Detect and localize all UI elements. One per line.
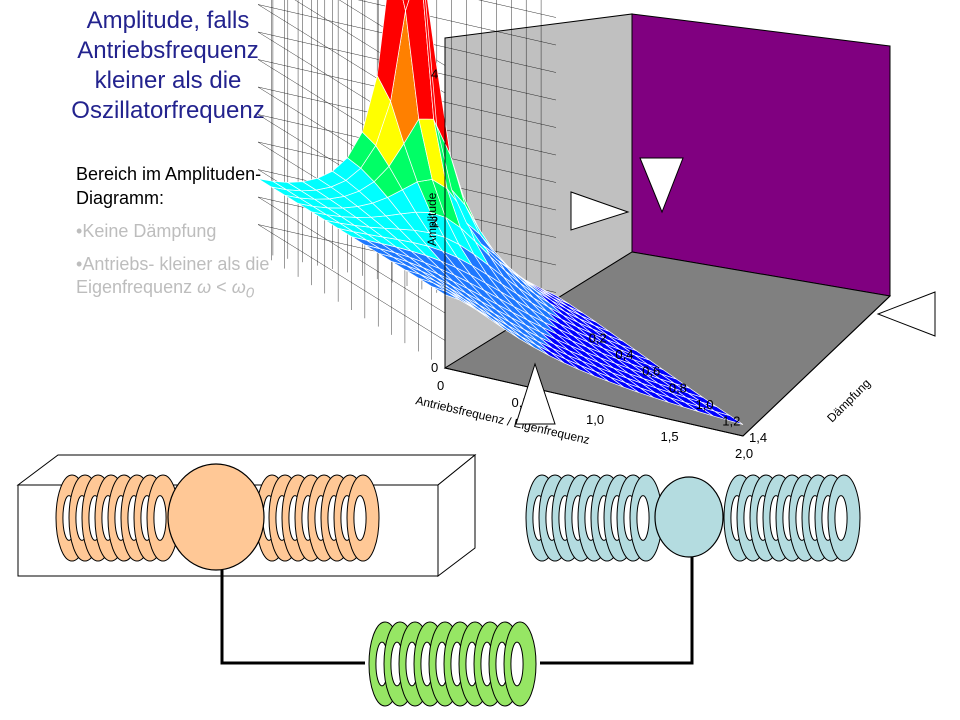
title-line: kleiner als die (94, 67, 242, 94)
bullet-frequency-condition: •Antriebs- kleiner als die Eigenfrequenz… (76, 254, 270, 302)
orange-spring-coils (55, 474, 380, 562)
wall-gridline (478, 0, 557, 18)
y-tick-label: 1,4 (749, 430, 767, 445)
x-tick-label: 0 (437, 378, 444, 393)
surface-cell (540, 288, 570, 305)
x-tick-label: 1,0 (586, 412, 604, 427)
x-tick-label: 1,5 (661, 429, 679, 444)
y-axis-line (742, 295, 891, 437)
y-tick-label: 0,4 (615, 347, 633, 362)
title-line: Antriebsfrequenz (77, 37, 259, 64)
y-tick-label: 0,6 (642, 364, 660, 379)
z-tick-label: 4 (431, 67, 438, 82)
z-axis-title: Amplitude (425, 192, 439, 246)
spring-coil-hole (636, 495, 650, 541)
y-tick-label: 0,8 (669, 380, 687, 395)
y-tick-label: 1,2 (722, 413, 740, 428)
bullet-text: Keine Dämpfung (82, 221, 217, 241)
left-connecting-rod (220, 570, 365, 665)
title-line: Oszillatorfrequenz (71, 97, 265, 124)
pointer-triangle-left (570, 191, 630, 231)
spring-coil-hole (834, 495, 848, 541)
coupled-oscillator-model (16, 453, 861, 707)
chart-back-wall (631, 13, 891, 297)
bullet-text: Antriebs- kleiner als die Eigenfrequenz (76, 254, 270, 297)
pointer-triangle-top (639, 157, 684, 214)
pointer-triangle-bottom (515, 362, 556, 425)
spring-coil-hole (153, 495, 167, 541)
slide-title: Amplitude, falls Antriebsfrequenz kleine… (18, 6, 318, 126)
spring-coil-hole (353, 495, 367, 541)
surface-cell (402, 0, 410, 13)
z-tick-label: 2 (431, 213, 438, 228)
x-axis-title: Antriebsfrequenz / Eigenfrequenz (414, 393, 591, 447)
y-tick-label: 0,2 (589, 331, 607, 346)
x-axis-line (444, 367, 744, 437)
z-tick-label: 0 (431, 360, 438, 375)
y-axis-title: Dämpfung (824, 376, 873, 425)
bullet-no-damping: •Keine Dämpfung (76, 221, 217, 241)
less-than-symbol: < (216, 277, 227, 297)
info-heading: Bereich im Amplituden-Diagramm: (76, 164, 262, 208)
blue-oscillator-mass (654, 476, 724, 558)
x-tick-label: 2,0 (735, 446, 753, 461)
right-connecting-rod (540, 557, 694, 665)
omega0-symbol: ω0 (231, 277, 255, 302)
blue-spring-coils (525, 474, 861, 562)
green-coupling-spring (368, 621, 537, 707)
orange-oscillator-mass (167, 463, 265, 571)
title-line: Amplitude, falls (86, 7, 250, 34)
pointer-triangle-right (876, 291, 936, 337)
y-tick-label: 1,0 (696, 397, 714, 412)
spring-coil-hole (510, 641, 524, 687)
info-text-block: Bereich im Amplituden-Diagramm: •Keine D… (76, 162, 346, 305)
omega-symbol: ω (197, 277, 212, 297)
